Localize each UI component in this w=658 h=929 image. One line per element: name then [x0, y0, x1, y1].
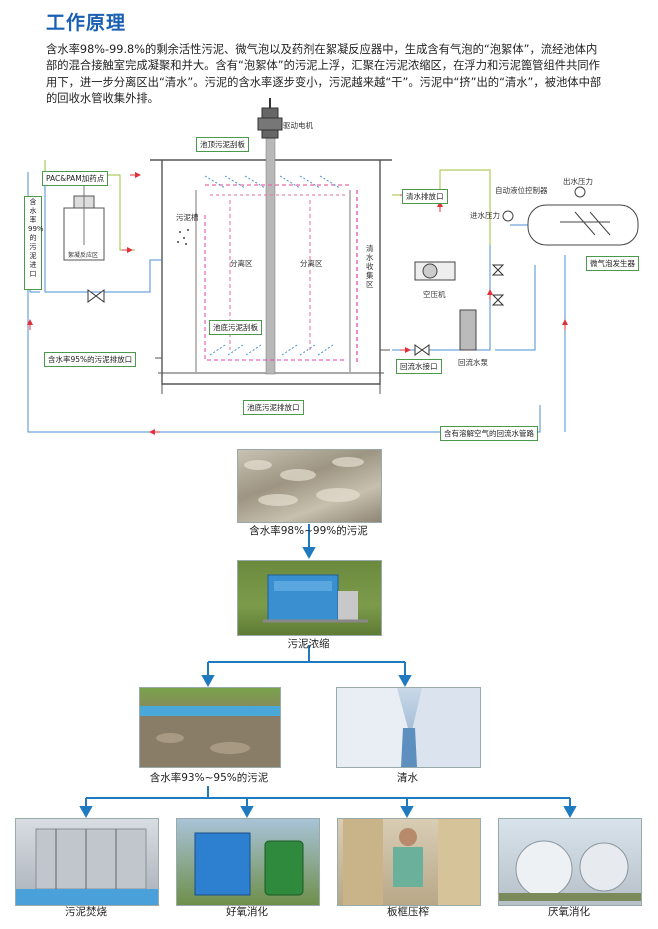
motor-housing — [257, 117, 283, 131]
inlet-label: 含水率99%的污泥进口 — [24, 196, 44, 290]
pump-body — [459, 309, 477, 351]
bubbles — [177, 229, 189, 245]
bottom-scraper-blades — [209, 344, 334, 356]
collect-label: 清水收集区 — [366, 244, 374, 289]
clear-outlet-label: 清水排放口 — [402, 189, 448, 204]
compressor-label: 空压机 — [423, 290, 446, 299]
outlet95-label: 含水率95%的污泥排放口 — [44, 352, 137, 367]
aerobic-photo — [176, 818, 320, 906]
tank-wall — [161, 160, 381, 385]
clear-water-photo — [336, 687, 481, 768]
thickener-photo — [237, 560, 382, 636]
sludge-tank-label: 污泥槽 — [176, 213, 199, 222]
generator-tank — [527, 204, 639, 246]
disposal-caption-4: 厌氧消化 — [548, 906, 590, 918]
incineration-photo — [15, 818, 159, 906]
motor-label: 驱动电机 — [283, 121, 313, 130]
return-pipe-line — [27, 172, 541, 433]
bottom-scraper-label: 池底污泥刮板 — [209, 320, 262, 335]
sludge-photo — [237, 449, 382, 523]
generator-label: 微气泡发生器 — [586, 256, 639, 271]
return-inlet-label: 回流水接口 — [396, 359, 442, 374]
sludge-concentrate-photo — [139, 687, 281, 768]
bottom-outlet-label: 池底污泥排放口 — [243, 400, 304, 415]
intro-paragraph: 含水率98%-99.8%的剩余活性污泥、微气泡以及药剂在絮凝反应器中，生成含有气… — [46, 43, 602, 105]
step2-caption: 污泥浓缩 — [287, 638, 330, 650]
disposal-caption-3: 板框压榨 — [387, 906, 429, 918]
level-controller-label: 自动液位控制器 — [495, 186, 548, 195]
anaerobic-photo — [498, 818, 642, 906]
dosing-label: PAC&PAM加药点 — [42, 171, 109, 186]
sep-left-label: 分离区 — [230, 259, 253, 268]
step1-caption: 含水率98%~99%的污泥 — [249, 525, 368, 537]
filter-press-photo — [337, 818, 481, 906]
outlet-pressure-label: 出水压力 — [563, 177, 593, 186]
disposal-caption-1: 污泥焚烧 — [65, 906, 107, 918]
sep-right-label: 分离区 — [300, 259, 323, 268]
process-diagram — [27, 98, 639, 435]
branch-right-caption: 清水 — [397, 772, 418, 784]
disposal-caption-2: 好氧消化 — [226, 906, 268, 918]
flow-connectors — [79, 524, 577, 819]
top-scraper-label: 池顶污泥刮板 — [196, 137, 249, 152]
reactor-label: 絮凝反应区 — [68, 252, 99, 259]
page-title: 工作原理 — [46, 12, 127, 34]
return-pump-label: 回流水泵 — [458, 358, 488, 367]
center-shaft — [265, 137, 276, 375]
return-pipe-label: 含有溶解空气的回流水管路 — [440, 426, 538, 441]
branch-left-caption: 含水率93%~95%的污泥 — [149, 772, 269, 784]
inlet-pressure-label: 进水压力 — [470, 211, 500, 220]
